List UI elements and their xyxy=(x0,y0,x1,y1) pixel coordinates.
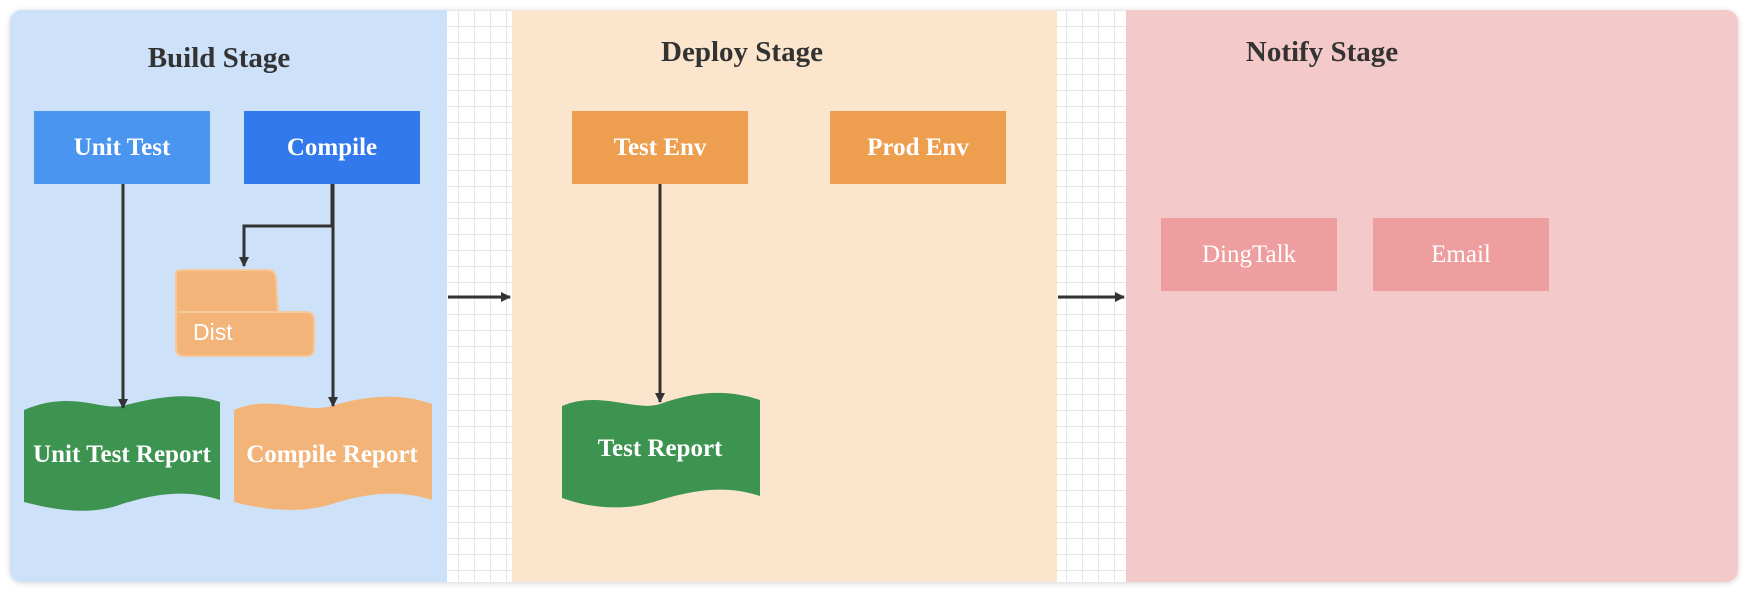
node-dingtalk[interactable]: DingTalk xyxy=(1161,218,1337,291)
pipeline-diagram: Build Stage Deploy Stage Notify Stage Un… xyxy=(10,10,1738,582)
node-compile-report-shape xyxy=(234,396,432,510)
node-compile-report-label: Compile Report xyxy=(246,441,418,468)
node-email[interactable]: Email xyxy=(1373,218,1549,291)
lane-notify-title: Notify Stage xyxy=(1246,36,1398,68)
lane-notify[interactable]: Notify Stage xyxy=(1126,10,1738,582)
node-unit-test[interactable]: Unit Test xyxy=(34,111,210,184)
node-prod-env-label: Prod Env xyxy=(867,134,969,161)
node-compile-shape xyxy=(244,111,420,184)
node-test-env-shape xyxy=(572,111,748,184)
node-unit-test-report-shape xyxy=(24,396,220,511)
lane-deploy-title: Deploy Stage xyxy=(661,36,823,68)
node-test-report-shape xyxy=(562,392,760,508)
node-compile-label: Compile xyxy=(287,134,377,161)
node-email-label: Email xyxy=(1431,241,1491,268)
node-unit-test-report[interactable]: Unit Test Report xyxy=(24,396,220,511)
node-unit-test-shape xyxy=(34,111,210,184)
node-compile-report[interactable]: Compile Report xyxy=(234,396,432,510)
node-unit-test-report-label: Unit Test Report xyxy=(33,441,211,468)
node-email-shape xyxy=(1373,218,1549,291)
lane-build-title: Build Stage xyxy=(148,42,291,74)
node-test-env-label: Test Env xyxy=(614,134,707,161)
lane-notify-background xyxy=(1126,10,1738,582)
node-prod-env-shape xyxy=(830,111,1006,184)
node-test-report-label: Test Report xyxy=(598,435,723,462)
node-dist-label: Dist xyxy=(193,319,233,345)
node-test-env[interactable]: Test Env xyxy=(572,111,748,184)
node-test-report[interactable]: Test Report xyxy=(562,392,760,508)
node-dingtalk-shape xyxy=(1161,218,1337,291)
node-prod-env[interactable]: Prod Env xyxy=(830,111,1006,184)
node-unit-test-label: Unit Test xyxy=(74,134,171,161)
diagram-canvas: Build Stage Deploy Stage Notify Stage Un… xyxy=(10,10,1738,582)
node-dingtalk-label: DingTalk xyxy=(1202,241,1297,268)
node-dist[interactable]: Dist xyxy=(175,269,315,357)
node-compile[interactable]: Compile xyxy=(244,111,420,184)
